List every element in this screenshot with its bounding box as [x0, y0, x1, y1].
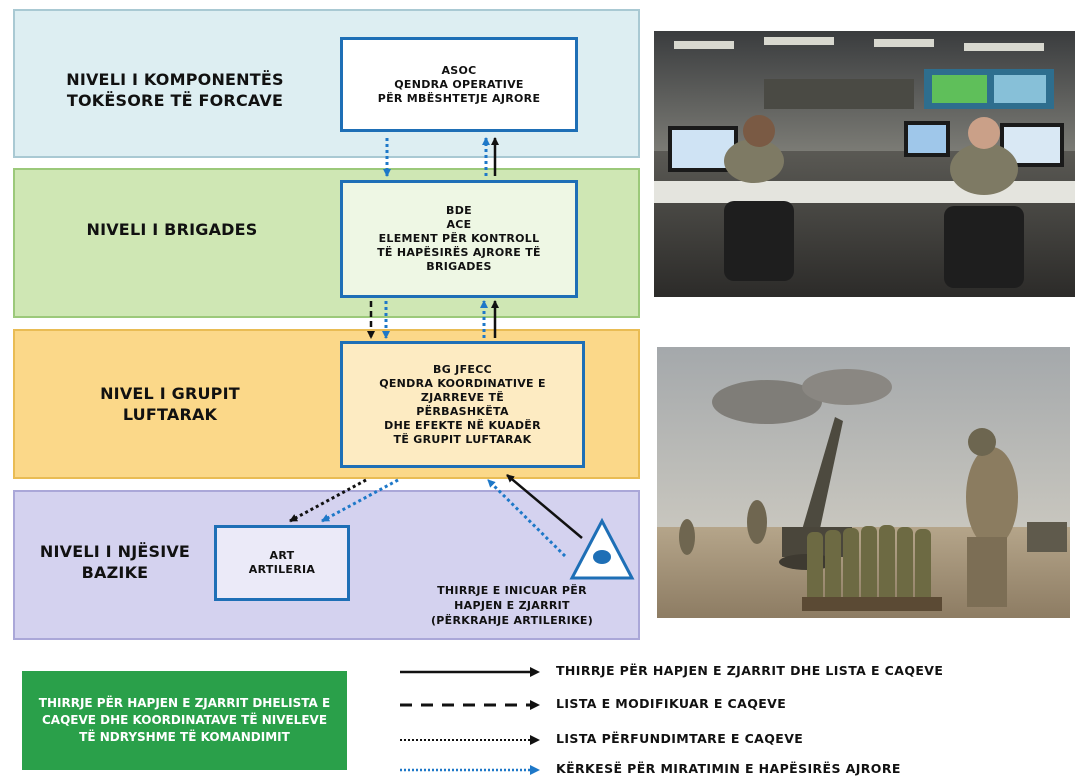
legend-blue-dotted-arrow-icon — [400, 765, 540, 775]
legend-label: LISTA E MODIFIKUAR E CAQEVE — [556, 696, 787, 711]
photo-artillery-crew — [657, 347, 1070, 618]
art-box: ART ARTILERIA — [214, 525, 350, 601]
jfecc-box-line: DHE EFEKTE NË KUADËR — [384, 418, 541, 432]
level-unit-title-line1: NIVELI I NJËSIVE — [39, 542, 191, 561]
bde-box-line: BRIGADES — [426, 260, 492, 273]
asoc-box-line: QENDRA OPERATIVE — [394, 77, 524, 91]
level-battlegroup-title-line1: NIVEL I GRUPIT — [100, 384, 240, 403]
level-battlegroup-title-line2: LUFTARAK — [122, 405, 218, 424]
legend-label: THIRRJE PËR HAPJEN E ZJARRIT DHE LISTA E… — [556, 663, 944, 678]
jfecc-box-line: PËRBASHKËTA — [416, 404, 509, 418]
legend-item-final-list: LISTA PËRFUNDIMTARE E CAQEVE — [398, 729, 1078, 751]
jfecc-box-line: QENDRA KOORDINATIVE E — [379, 376, 546, 390]
asoc-box-line: PËR MBËSHTETJE AJRORE — [377, 91, 541, 105]
bde-ace-box: BDE ACE ELEMENT PËR KONTROLL TË HAPËSIRË… — [340, 180, 578, 298]
photo-operations-center — [654, 31, 1075, 297]
jfecc-box-line: BG JFECC — [433, 362, 492, 376]
legend-label: KËRKESË PËR MIRATIMIN E HAPËSIRËS AJRORE — [556, 761, 901, 776]
bde-box-line: ACE — [446, 218, 472, 231]
level-component-title-line1: NIVELI I KOMPONENTËS — [66, 70, 284, 89]
jfecc-box: BG JFECC QENDRA KOORDINATIVE E ZJARREVE … — [340, 341, 585, 468]
level-unit-title-line2: BAZIKE — [81, 563, 149, 582]
level-battlegroup-title: NIVEL I GRUPIT LUFTARAK — [60, 383, 280, 425]
level-unit-title: NIVELI I NJËSIVE BAZIKE — [20, 541, 210, 583]
legend-solid-arrow-icon — [400, 667, 540, 677]
level-brigade-title: NIVELI I BRIGADES — [52, 219, 292, 240]
legend-item-fire-call: THIRRJE PËR HAPJEN E ZJARRIT DHE LISTA E… — [398, 661, 1078, 683]
observer-caption-line: THIRRJE E INICUAR PËR — [437, 584, 587, 597]
level-brigade-title-line: NIVELI I BRIGADES — [86, 220, 258, 239]
observer-caption-line: HAPJEN E ZJARRIT — [454, 599, 570, 612]
level-component-title: NIVELI I KOMPONENTËS TOKËSORE TË FORCAVE — [40, 69, 310, 111]
legend-summary-box: THIRRJE PËR HAPJEN E ZJARRIT DHELISTA E … — [22, 671, 347, 770]
art-box-line: ARTILERIA — [248, 563, 316, 576]
observer-caption-line: (PËRKRAHJE ARTILERIKE) — [430, 614, 594, 627]
legend-label: LISTA PËRFUNDIMTARE E CAQEVE — [556, 731, 804, 746]
bde-box-line: ELEMENT PËR KONTROLL — [378, 232, 540, 245]
jfecc-box-line: ZJARREVE TË — [420, 390, 505, 404]
legend-item-modified-list: LISTA E MODIFIKUAR E CAQEVE — [398, 694, 1078, 716]
asoc-box-line: ASOC — [441, 63, 477, 77]
legend-item-airspace-request: KËRKESË PËR MIRATIMIN E HAPËSIRËS AJRORE — [398, 759, 1078, 781]
asoc-box: ASOC QENDRA OPERATIVE PËR MBËSHTETJE AJR… — [340, 37, 578, 132]
bde-box-line: TË HAPËSIRËS AJRORE TË — [377, 246, 541, 259]
level-component-title-line2: TOKËSORE TË FORCAVE — [66, 91, 284, 110]
legend-dashed-arrow-icon — [400, 700, 540, 710]
legend-dotted-arrow-icon — [400, 735, 540, 745]
observer-caption: THIRRJE E INICUAR PËR HAPJEN E ZJARRIT (… — [392, 583, 632, 628]
art-box-line: ART — [269, 549, 295, 562]
jfecc-box-line: TË GRUPIT LUFTARAK — [393, 432, 532, 446]
bde-box-line: BDE — [446, 204, 472, 217]
